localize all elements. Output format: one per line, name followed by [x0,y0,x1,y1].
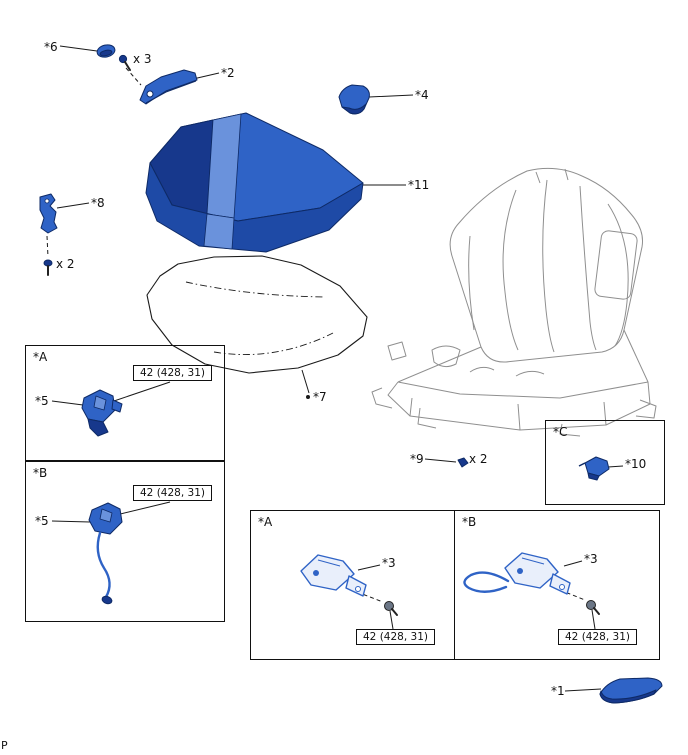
cover-fold-lines [185,281,334,356]
screw-icon-x3 [118,54,131,71]
seat-base-frame [387,329,651,431]
part-4-bracket [338,84,370,115]
part-label-8: *8 [91,196,105,210]
seat-back-seams [468,168,629,353]
part-6-shade [99,49,113,57]
part-5a-face [93,395,107,411]
screw-shaft [391,608,398,616]
seat-back-panel [594,230,638,300]
buckle-a-anchor-hole [355,586,361,592]
page-corner-mark: P [1,739,8,752]
cushion-front-band [203,213,235,250]
part-1-trim [599,677,663,704]
seat-frame-illustration [371,167,657,437]
part-7-leader-dot [306,395,310,399]
torque-callout-top-b: 42 (428, 31) [133,485,212,501]
part-3-buckle-b [463,552,571,595]
part-9-clip [457,457,469,468]
part-10-tab [578,462,586,467]
buckle-a-anchor [345,575,367,597]
part-label-6: *6 [44,40,58,54]
screw-head [586,600,596,610]
buckle-a-button [313,570,319,576]
part-label-3-left: *3 [382,556,396,570]
leader-lines [46,45,624,692]
qty-label-x2-left: x 2 [56,257,75,271]
part-8-body [39,193,58,234]
part-6-cap [96,44,116,58]
buckle-a-seam [317,559,341,567]
part-5-lock-assembly-a [81,389,123,437]
screw-icon-x2 [43,259,53,276]
buckle-b-body [504,552,559,589]
part-label-9: *9 [410,452,424,466]
part-8-hole [44,198,50,204]
panel-bottom-b-label: *B [462,515,477,529]
part-5b-cable [96,531,111,599]
seat-base-feet [371,341,657,437]
part-10-bracket [578,456,610,481]
part-label-4: *4 [415,88,429,102]
part-5b-face [99,508,113,523]
part-label-2: *2 [221,66,235,80]
part-4-shade [341,103,367,115]
part-label-11: *11 [408,178,430,192]
part-2-bracket [139,69,198,105]
part-2-body [139,69,198,105]
part-5b-cable-end [101,595,113,605]
part-5-lock-assembly-b [88,502,123,605]
qty-label-x2-right: x 2 [469,452,488,466]
seat-cover-part-7 [146,255,368,374]
panel-top-a: *A [25,345,225,461]
screw-shaft [124,61,131,71]
part-5a-arm [111,399,123,413]
buckle-b-button [517,568,523,574]
part-5a-hook [87,418,109,437]
part-10-shade [587,472,600,481]
buckle-b-anchor [549,573,571,595]
screw-icon-bottom-a [384,601,398,616]
part-1-shade [599,689,657,704]
part-3-buckle-a [300,554,367,597]
part-label-10: *10 [625,457,647,471]
part-2-edge [145,80,197,104]
torque-callout-bottom-a: 42 (428, 31) [356,629,435,645]
qty-label-x3: x 3 [133,52,152,66]
torque-callout-bottom-b: 42 (428, 31) [558,629,637,645]
seat-back-outline [449,167,643,363]
torque-callout-top-a: 42 (428, 31) [133,365,212,381]
panel-top-a-label: *A [33,350,48,364]
assembly-dash-lines [46,67,586,603]
screw-head [118,54,128,64]
part-label-7: *7 [313,390,327,404]
buckle-b-cable [463,571,510,593]
part-label-3-right: *3 [584,552,598,566]
panel-bottom-a-label: *A [258,515,273,529]
part-label-5-top: *5 [35,394,49,408]
seat-cushion-part-11 [145,112,364,253]
panel-bottom-b: *B [454,510,660,660]
screw-icon-bottom-b [586,600,600,615]
part-label-1: *1 [551,684,565,698]
panel-top-b-label: *B [33,466,48,480]
screw-shaft [593,607,600,615]
panel-top-b: *B [25,461,225,622]
panel-side-c-label: *C [553,425,568,439]
screw-head [384,601,394,611]
buckle-b-seam [521,557,545,565]
buckle-a-body [300,554,355,591]
part-8-bracket [39,193,58,234]
part-2-hole [146,90,154,98]
leader-line-set [51,45,624,692]
buckle-b-anchor-hole [559,584,565,590]
panel-side-c: *C [545,420,665,505]
part-label-5-bottom: *5 [35,514,49,528]
